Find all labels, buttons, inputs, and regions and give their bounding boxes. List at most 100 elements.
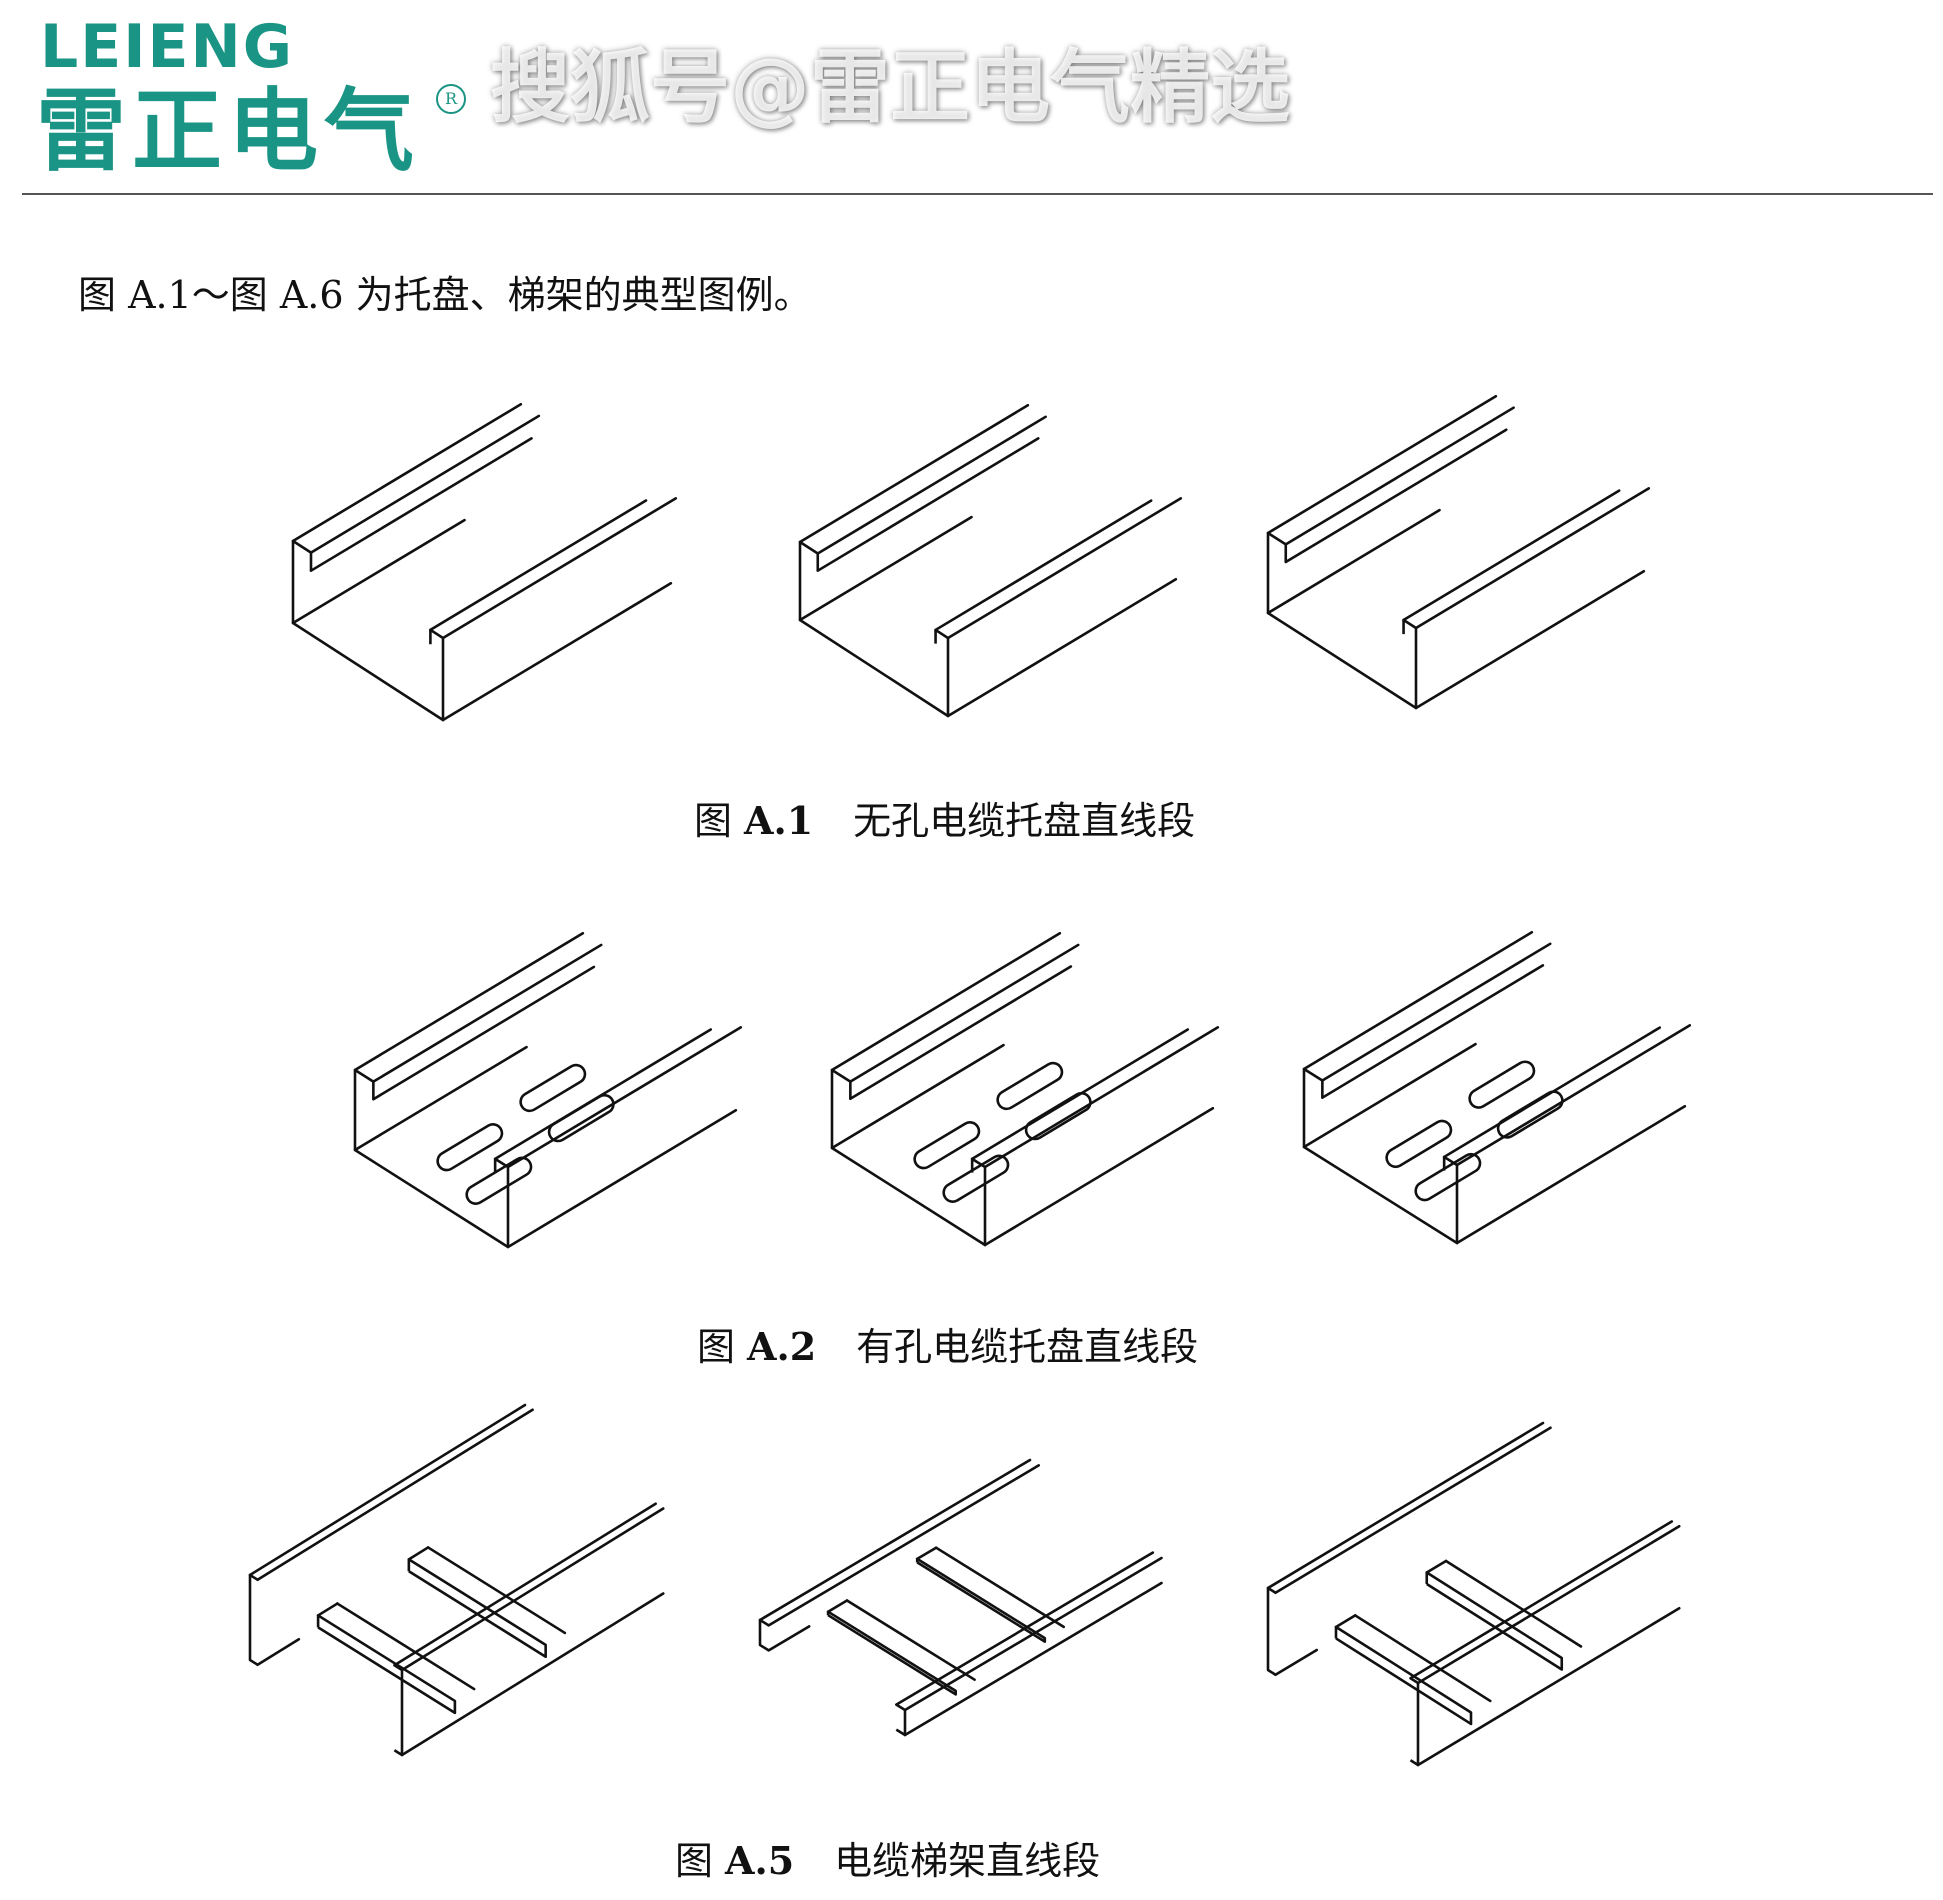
lip-edge-right [429,499,648,632]
rung-front [1334,1625,1473,1726]
caption-number: A.2 [747,1324,817,1369]
lip-edge-left [816,415,1047,555]
bottom-edge-right [946,577,1178,718]
bottom-edge-right [441,581,673,722]
tray-profile [291,539,445,722]
top-edge-left [353,931,585,1072]
lip-inner-left [816,437,1040,572]
bottom-edge-right [1455,1104,1687,1245]
rail-lip-left [1274,1426,1552,1595]
registered-mark: R [436,84,466,114]
slot-hole [996,1061,1064,1111]
slot-hole [942,1154,1010,1203]
slot-hole [1468,1060,1536,1109]
rail-lip-right [393,1502,657,1667]
lip-inner-left [1284,428,1508,564]
rail-bottom-right [903,1581,1163,1737]
top-edge-left [291,402,523,543]
floor-inner-edge [798,515,973,622]
rail-top-left [248,1403,527,1577]
rail-profile-left [1266,1586,1277,1676]
lip-edge-left [309,414,541,554]
slot-hole [1385,1119,1453,1169]
watermark: 搜狐号@雷正电气精选 [490,41,1290,134]
rung-back [336,1602,476,1691]
top-edge-right [506,1026,743,1169]
caption-prefix: 图 [697,1325,736,1369]
slot-hole [547,1093,615,1143]
lip-inner-left [1321,964,1545,1099]
rail-top-right [1416,1524,1681,1685]
logo-text-en: LEIENG [40,12,294,82]
top-edge-right [441,497,678,640]
rung-back [426,1546,567,1635]
rung-top [826,1599,849,1613]
rail-lip-left [767,1464,1040,1627]
lip-edge-left [1321,942,1552,1082]
tray-profile [1266,531,1418,710]
top-edge-right [1455,1024,1692,1167]
rung-back [934,1546,1065,1629]
lip-edge-left [849,943,1080,1083]
rung-back [1444,1559,1583,1648]
floor-inner-edge [291,518,466,625]
lip-edge-right [934,499,1153,632]
slot-hole [519,1063,587,1113]
lip-edge-right [1402,489,1621,622]
caption-title: 有孔电缆托盘直线段 [856,1325,1199,1369]
rail-lip-left [256,1408,534,1582]
caption-prefix: 图 [675,1839,714,1883]
top-edge-right [946,497,1183,640]
rail-bottom-right [400,1592,665,1757]
caption-number: A.5 [725,1838,795,1883]
rung-front [915,1557,1047,1643]
rail-profile-right [393,1664,404,1757]
rung-front [826,1610,958,1696]
top-edge-right [1414,487,1651,630]
rail-profile-left [248,1573,259,1666]
floor-inner-edge [353,1045,528,1152]
slot-hole [1024,1091,1092,1141]
bottom-edge-right [983,1106,1215,1247]
slot-hole [436,1123,504,1172]
rung-top [915,1546,938,1561]
caption-title: 电缆梯架直线段 [834,1839,1101,1883]
rung-front [316,1614,457,1715]
rail-top-left [758,1458,1032,1622]
floor-inner-edge [830,1043,1005,1150]
rung-back [1353,1614,1492,1703]
lip-inner-left [309,437,533,572]
top-edge-left [798,403,1030,544]
tray-profile [1302,1067,1459,1245]
floor-inner-edge [1302,1042,1477,1149]
slot-hole [1414,1152,1482,1202]
lip-inner-left [849,965,1073,1101]
rail-profile-right [895,1703,907,1737]
rung-top [407,1546,430,1561]
rail-bottom-left [256,1637,301,1667]
header-divider [22,193,1933,195]
slot-hole [913,1121,981,1170]
rung-top [316,1602,339,1617]
rung-back [845,1599,976,1681]
rail-bottom-left [767,1625,811,1652]
logo-text-cn: 雷正电气 [36,79,420,184]
bottom-edge-right [506,1108,738,1249]
rail-top-left [1266,1421,1545,1590]
floor-inner-edge [1266,508,1441,615]
rung-top [1334,1614,1357,1629]
caption-title: 无孔电缆托盘直线段 [853,799,1196,843]
rail-profile-right [1409,1677,1420,1767]
intro-paragraph: 图 A.1～图 A.6 为托盘、梯架的典型图例。 [78,273,812,317]
rail-bottom-left [1274,1648,1319,1677]
rail-lip-right [1409,1520,1674,1680]
slot-hole [465,1156,533,1205]
rail-top-right [400,1507,665,1672]
rung-top [1425,1559,1448,1574]
tray-profile [353,1068,510,1249]
top-edge-right [983,1026,1220,1169]
